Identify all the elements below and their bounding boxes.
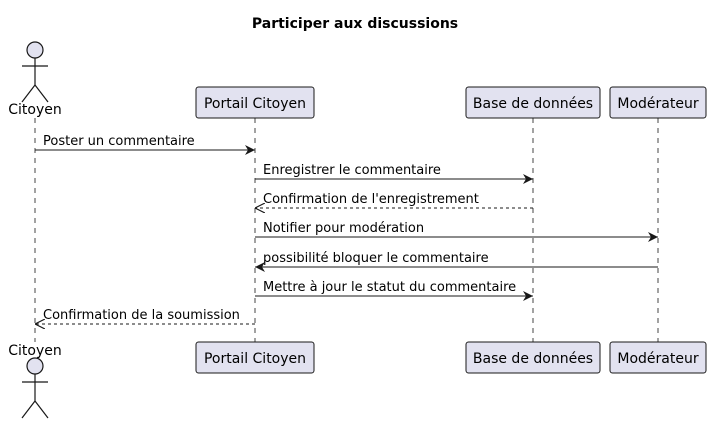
participant-portail-bottom: Portail Citoyen: [195, 341, 315, 374]
lifelines: [34, 118, 659, 342]
participant-box: [465, 86, 601, 119]
participant-base-top: Base de données: [465, 86, 601, 119]
actor-label: Citoyen: [8, 102, 62, 118]
message-4: Notifier pour modération: [255, 221, 658, 242]
message-3: Confirmation de l'enregistrement: [255, 192, 533, 208]
participant-label: Portail Citoyen: [204, 96, 306, 112]
message-7: Confirmation de la soumission: [35, 308, 255, 324]
message-6: Mettre à jour le statut du commentaire: [255, 280, 533, 301]
actor-figure-icon: [21, 357, 49, 419]
actor-citoyen-bottom: Citoyen: [8, 343, 62, 419]
message-2: Enregistrer le commentaire: [255, 163, 533, 184]
participant-label: Base de données: [473, 351, 593, 367]
message-label: Notifier pour modération: [263, 221, 424, 236]
message-5: possibilité bloquer le commentaire: [255, 251, 658, 272]
message-label: Mettre à jour le statut du commentaire: [263, 280, 516, 295]
participant-box: [609, 86, 707, 119]
message-label: possibilité bloquer le commentaire: [263, 251, 489, 266]
participant-label: Base de données: [473, 96, 593, 112]
diagram-title: Participer aux discussions: [252, 16, 458, 32]
actor-citoyen-top: Citoyen: [8, 41, 62, 118]
message-1: Poster un commentaire: [35, 134, 255, 155]
participant-moderateur-bottom: Modérateur: [609, 341, 707, 374]
participant-portail-top: Portail Citoyen: [195, 86, 315, 119]
participant-moderateur-top: Modérateur: [609, 86, 707, 119]
participant-box: [465, 341, 601, 374]
participant-label: Portail Citoyen: [204, 351, 306, 367]
message-label: Confirmation de l'enregistrement: [263, 192, 479, 207]
participant-box: [195, 86, 315, 119]
message-label: Confirmation de la soumission: [43, 308, 240, 323]
actor-figure-icon: [21, 41, 49, 103]
participant-label: Modérateur: [617, 96, 698, 112]
participant-label: Modérateur: [617, 351, 698, 367]
message-label: Poster un commentaire: [43, 134, 195, 149]
actor-label: Citoyen: [8, 343, 62, 359]
participants-top: Citoyen Portail Citoyen Base de données Mod…: [8, 41, 707, 119]
message-label: Enregistrer le commentaire: [263, 163, 441, 178]
participant-box: [195, 341, 315, 374]
participant-box: [609, 341, 707, 374]
participant-base-bottom: Base de données: [465, 341, 601, 374]
